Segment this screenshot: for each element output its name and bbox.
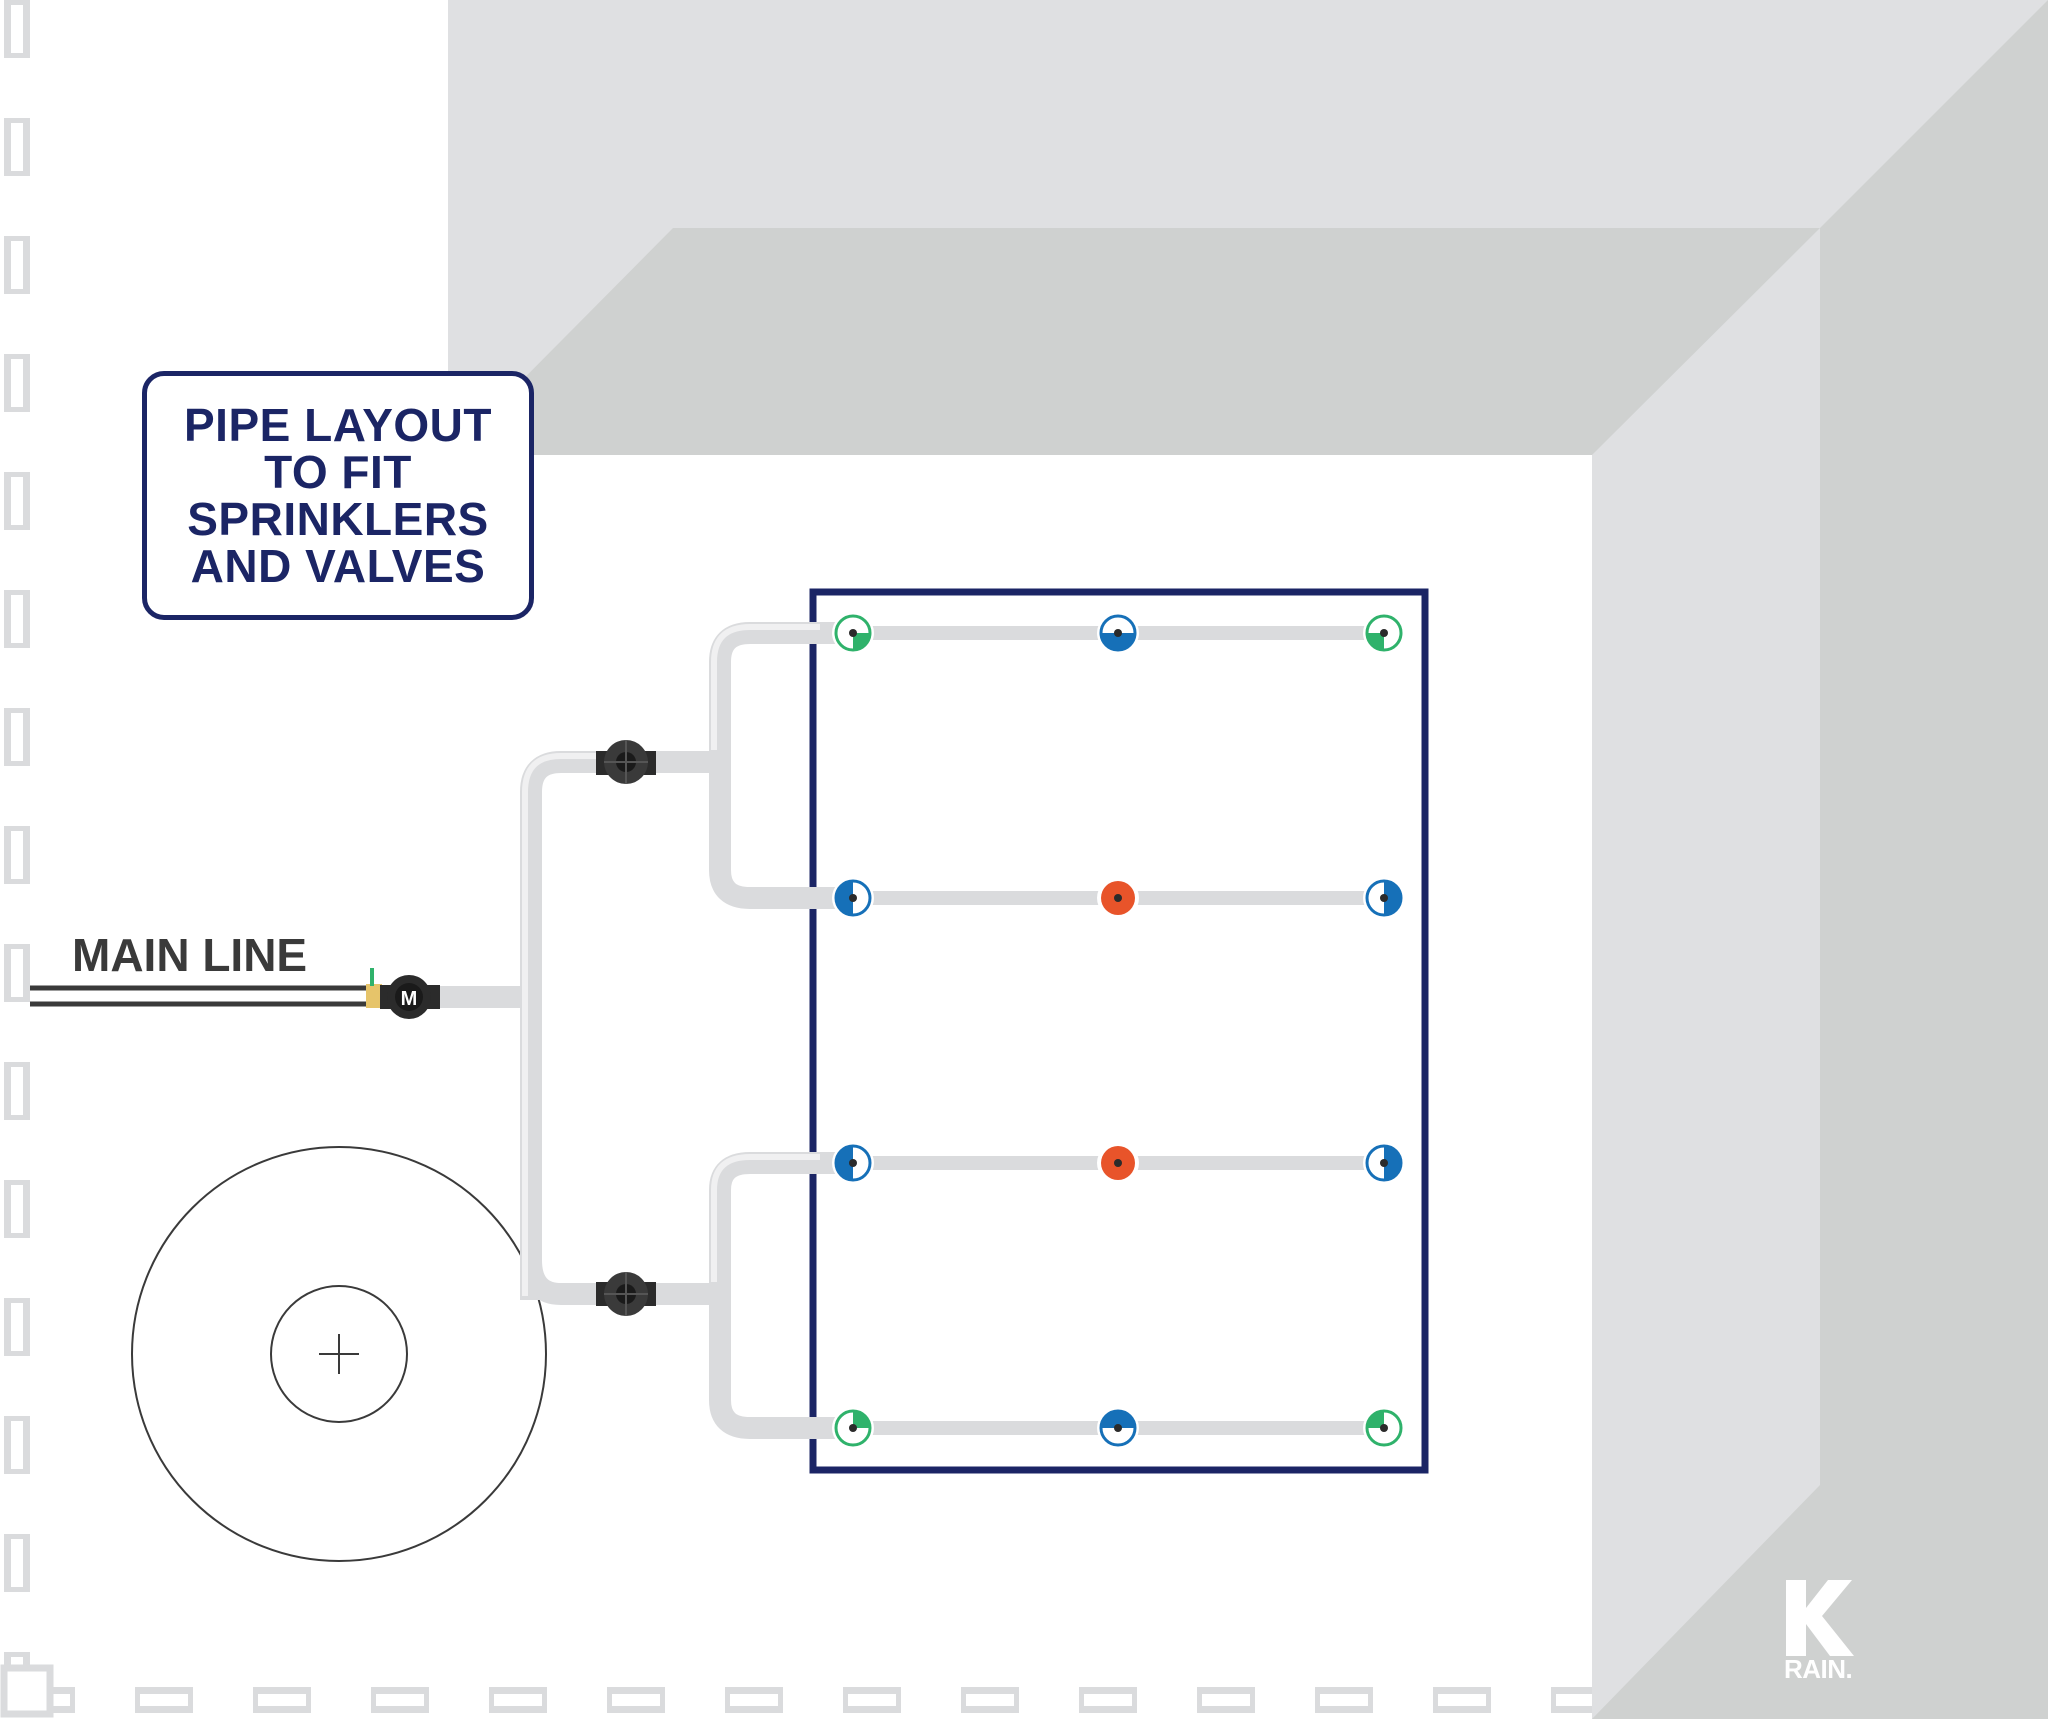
logo-text: RAIN. <box>1784 1654 1853 1684</box>
backflow-fitting <box>366 968 382 1008</box>
main-line-pipe <box>30 985 368 1007</box>
sprinkler-head[interactable] <box>832 1142 874 1184</box>
k-rain-logo: RAIN. <box>1782 1578 1862 1690</box>
zone-valve-1[interactable] <box>596 740 656 784</box>
pipe-highlights <box>522 624 820 1296</box>
house-roof <box>448 0 2048 1719</box>
sprinkler-head[interactable] <box>1097 877 1139 919</box>
main-line-label: MAIN LINE <box>72 929 308 981</box>
lawn-area <box>809 588 1429 1474</box>
master-valve-label: M <box>401 988 418 1010</box>
title-line-1: PIPE LAYOUT <box>184 398 492 451</box>
title-line-4: AND VALVES <box>190 539 486 592</box>
sprinkler-head[interactable] <box>1363 1142 1405 1184</box>
sprinkler-head[interactable] <box>1363 877 1405 919</box>
sprinkler-head[interactable] <box>832 1407 874 1449</box>
title-line-2: TO FIT <box>264 445 412 498</box>
fence <box>0 0 1600 1718</box>
sprinkler-head[interactable] <box>1097 612 1139 654</box>
sprinkler-head[interactable] <box>832 612 874 654</box>
sprinkler-heads <box>832 612 1405 1449</box>
sprinkler-head[interactable] <box>1363 1407 1405 1449</box>
sprinkler-head[interactable] <box>1363 612 1405 654</box>
k-logo-icon <box>1786 1580 1854 1656</box>
title-box: PIPE LAYOUT TO FIT SPRINKLERS AND VALVES <box>142 371 534 620</box>
master-valve: M <box>380 975 440 1019</box>
sprinkler-head[interactable] <box>1097 1407 1139 1449</box>
title-line-3: SPRINKLERS <box>187 492 489 545</box>
zone-valve-2[interactable] <box>596 1272 656 1316</box>
sprinkler-head[interactable] <box>832 877 874 919</box>
sprinkler-head[interactable] <box>1097 1142 1139 1184</box>
tree <box>131 1146 547 1562</box>
pvc-pipes <box>430 622 850 1439</box>
